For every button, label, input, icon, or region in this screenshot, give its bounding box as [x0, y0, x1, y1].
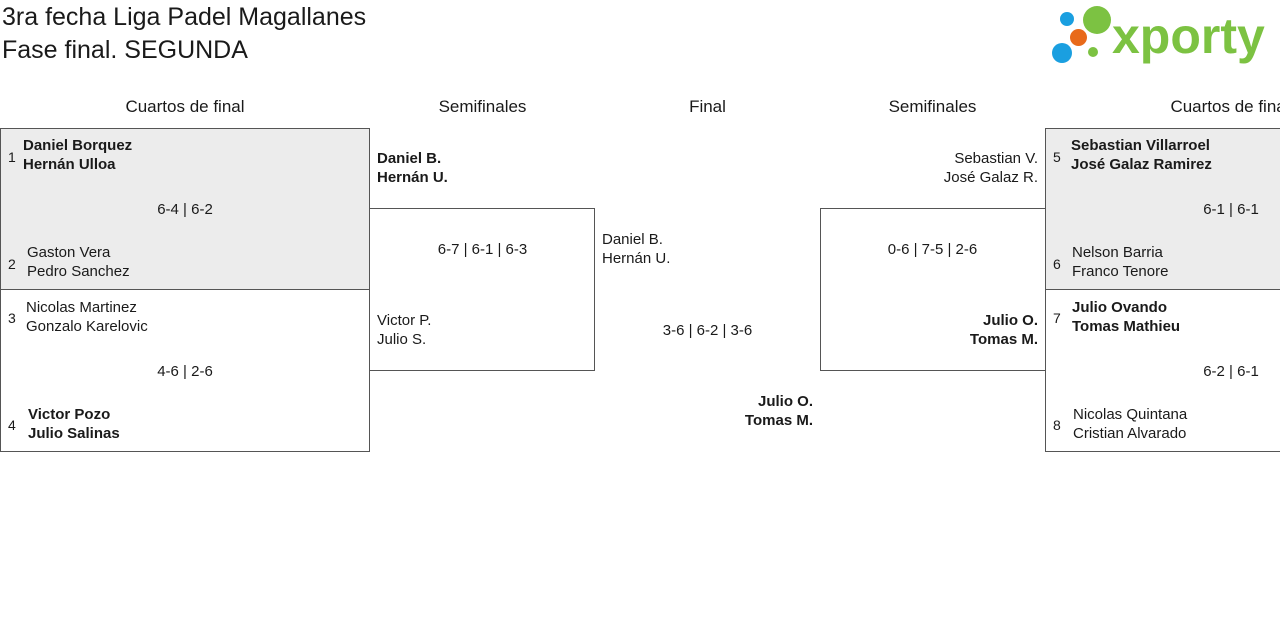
logo-dot-blue-small-icon — [1060, 12, 1074, 26]
bracket-connector — [370, 208, 595, 209]
match-score: 6-1 | 6-1 — [1203, 201, 1259, 218]
player-name: Gonzalo Karelovic — [26, 318, 148, 335]
team-bottom[interactable]: Victor P. Julio S. — [377, 311, 431, 349]
round-header-right-quarters: Cuartos de final — [1170, 97, 1280, 116]
player-name: Cristian Alvarado — [1073, 425, 1187, 442]
player-name: Daniel B. — [377, 150, 442, 167]
player-name: Daniel B. — [602, 231, 663, 248]
player-name: Nicolas Quintana — [1073, 406, 1188, 423]
match-score: 6-7 | 6-1 | 6-3 — [437, 241, 528, 258]
player-name: Julio Salinas — [28, 425, 120, 442]
left-quarterfinal-1[interactable]: 1 Daniel Borquez Hernán Ulloa 6-4 | 6-2 … — [0, 128, 370, 290]
match-score: 3-6 | 6-2 | 3-6 — [662, 322, 753, 339]
team-top[interactable]: Daniel Borquez Hernán Ulloa — [23, 136, 132, 174]
player-name: Gaston Vera — [27, 244, 111, 261]
left-quarterfinal-2[interactable]: 3 Nicolas Martinez Gonzalo Karelovic 4-6… — [0, 289, 370, 452]
right-quarterfinal-1[interactable]: 5 Sebastian Villarroel José Galaz Ramire… — [1045, 128, 1280, 290]
round-header-final: Final — [689, 97, 726, 116]
round-header-left-quarters: Cuartos de final — [125, 97, 245, 116]
round-header-left-semis: Semifinales — [438, 97, 527, 116]
team-top[interactable]: Nicolas Martinez Gonzalo Karelovic — [26, 298, 148, 336]
seed-number: 5 — [1053, 149, 1061, 165]
seed-number: 8 — [1053, 417, 1061, 433]
logo-dot-green-small-icon — [1088, 47, 1098, 57]
player-name: Tomas M. — [969, 331, 1038, 348]
match-score: 6-2 | 6-1 — [1203, 363, 1259, 380]
player-name: Tomas M. — [744, 412, 813, 429]
team-top[interactable]: Sebastian Villarroel José Galaz Ramirez — [1071, 136, 1212, 174]
logo-text: xporty — [1112, 8, 1265, 64]
match-score: 4-6 | 2-6 — [157, 363, 213, 380]
seed-number: 2 — [8, 256, 16, 272]
player-name: Julio S. — [377, 331, 427, 348]
seed-number: 4 — [8, 417, 16, 433]
player-name: Julio O. — [982, 312, 1038, 329]
player-name: Victor P. — [377, 312, 432, 329]
page-title: 3ra fecha Liga Padel Magallanes — [2, 3, 367, 31]
team-top[interactable]: Daniel B. Hernán U. — [377, 149, 448, 187]
player-name: Hernán Ulloa — [23, 156, 116, 173]
player-name: Hernán U. — [602, 250, 671, 267]
page-subtitle: Fase final. SEGUNDA — [2, 36, 248, 64]
seed-number: 7 — [1053, 310, 1061, 326]
player-name: Hernán U. — [377, 169, 448, 186]
player-name: José Galaz Ramirez — [1071, 156, 1212, 173]
team-top[interactable]: Sebastian V. José Galaz R. — [944, 149, 1038, 187]
team-top[interactable]: Julio Ovando Tomas Mathieu — [1072, 298, 1180, 336]
bracket-connector — [820, 208, 1045, 209]
team-bottom[interactable]: Victor Pozo Julio Salinas — [28, 405, 120, 443]
bracket-connector — [820, 370, 1045, 371]
xporty-logo[interactable]: xporty — [1050, 4, 1280, 68]
bracket-connector — [594, 208, 595, 371]
seed-number: 3 — [8, 310, 16, 326]
bracket-connector — [820, 208, 821, 371]
player-name: Victor Pozo — [28, 406, 111, 423]
team-top[interactable]: Daniel B. Hernán U. — [602, 230, 670, 268]
bracket-connector — [370, 370, 595, 371]
logo-dot-orange-icon — [1070, 29, 1087, 46]
player-name: Franco Tenore — [1072, 263, 1169, 280]
player-name: Sebastian V. — [954, 150, 1038, 167]
team-bottom[interactable]: Nicolas Quintana Cristian Alvarado — [1073, 405, 1187, 443]
right-semifinal[interactable]: Sebastian V. José Galaz R. 0-6 | 7-5 | 2… — [820, 128, 1045, 371]
player-name: Nicolas Martinez — [26, 299, 137, 316]
logo-dot-green-icon — [1083, 6, 1111, 34]
round-header-right-semis: Semifinales — [888, 97, 977, 116]
seed-number: 6 — [1053, 256, 1061, 272]
player-name: Tomas Mathieu — [1072, 318, 1181, 335]
player-name: José Galaz R. — [943, 169, 1038, 186]
seed-number: 1 — [8, 149, 16, 165]
player-name: Pedro Sanchez — [27, 263, 130, 280]
player-name: Nelson Barria — [1072, 244, 1163, 261]
team-bottom[interactable]: Julio O. Tomas M. — [745, 392, 813, 430]
final-match[interactable]: Daniel B. Hernán U. 3-6 | 6-2 | 3-6 Juli… — [595, 208, 820, 453]
logo-dot-blue-icon — [1052, 43, 1072, 63]
match-score: 6-4 | 6-2 — [157, 201, 213, 218]
team-bottom[interactable]: Nelson Barria Franco Tenore — [1072, 243, 1168, 281]
team-bottom[interactable]: Julio O. Tomas M. — [970, 311, 1038, 349]
right-quarterfinal-2[interactable]: 7 Julio Ovando Tomas Mathieu 6-2 | 6-1 8… — [1045, 289, 1280, 452]
player-name: Julio Ovando — [1072, 299, 1168, 316]
match-score: 0-6 | 7-5 | 2-6 — [887, 241, 978, 258]
player-name: Daniel Borquez — [23, 137, 133, 154]
player-name: Sebastian Villarroel — [1071, 137, 1210, 154]
player-name: Julio O. — [757, 393, 813, 410]
team-bottom[interactable]: Gaston Vera Pedro Sanchez — [27, 243, 130, 281]
left-semifinal[interactable]: Daniel B. Hernán U. 6-7 | 6-1 | 6-3 Vict… — [370, 128, 595, 371]
